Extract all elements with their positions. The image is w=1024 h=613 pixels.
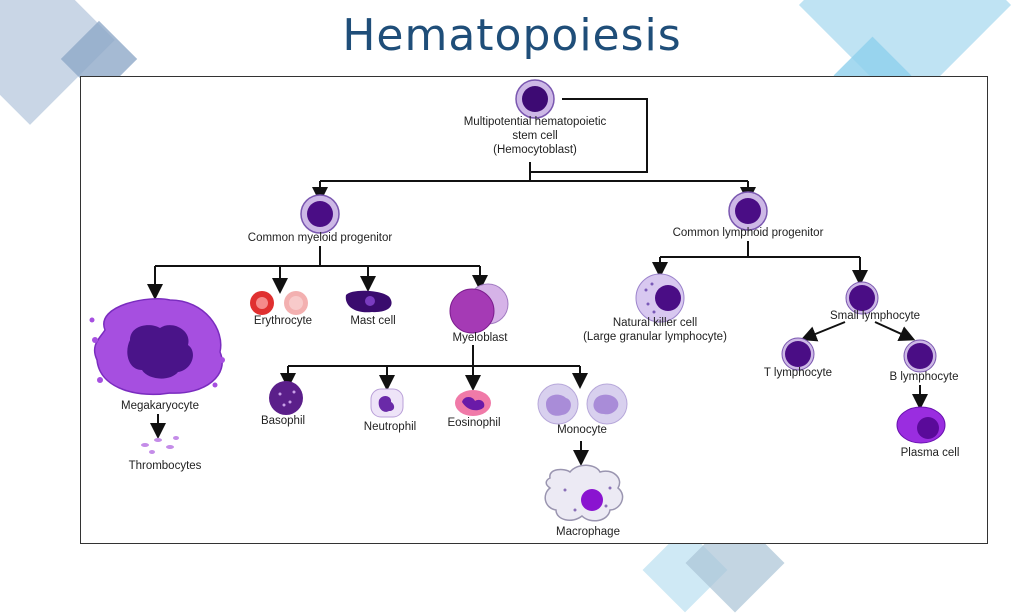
root-label-line: Multipotential hematopoietic <box>463 116 607 128</box>
eosinophil-label: Eosinophil <box>447 417 501 429</box>
mast-cell-icon <box>345 290 392 313</box>
macrophage-icon <box>544 464 624 522</box>
monocyte-label: Monocyte <box>557 424 607 436</box>
nk-cell-label-line: Natural killer cell <box>612 317 698 329</box>
lymphoid-progenitor-label: Common lymphoid progenitor <box>672 227 824 239</box>
megakaryocyte-label: Megakaryocyte <box>121 400 199 412</box>
myeloid-progenitor-label: Common myeloid progenitor <box>247 232 393 244</box>
monocyte-icon <box>537 383 628 425</box>
page-title: Hematopoiesis <box>342 10 682 61</box>
erythrocyte-label: Erythrocyte <box>253 315 313 327</box>
myeloid-progenitor-icon <box>300 194 340 234</box>
plasma-cell-icon <box>896 406 946 444</box>
eosinophil-icon <box>455 390 491 416</box>
macrophage-label: Macrophage <box>556 526 620 538</box>
root-label: Multipotential hematopoietic stem cell (… <box>435 115 635 157</box>
neutrophil-icon <box>370 388 404 418</box>
basophil-label: Basophil <box>260 415 306 427</box>
connector-lines <box>147 98 928 466</box>
myeloblast-label: Myeloblast <box>452 332 508 344</box>
erythrocyte-icon <box>250 291 308 315</box>
diagram-frame <box>80 76 988 544</box>
thrombocytes-icon <box>141 436 179 454</box>
t-lymphocyte-icon <box>781 337 815 371</box>
myeloblast-icon <box>449 283 509 334</box>
thrombocytes-label: Thrombocytes <box>128 460 202 472</box>
mast-cell-label: Mast cell <box>350 315 396 327</box>
nk-cell-icon <box>635 273 685 323</box>
nk-cell-label-line: (Large granular lymphocyte) <box>583 331 727 343</box>
megakaryocyte-icon <box>89 298 225 396</box>
nk-cell-label: Natural killer cell (Large granular lymp… <box>555 316 755 344</box>
t-lymphocyte-label: T lymphocyte <box>763 367 833 379</box>
root-label-line: (Hemocytoblast) <box>493 144 577 156</box>
lymphoid-progenitor-icon <box>728 191 768 231</box>
diagram-svg <box>89 79 946 522</box>
small-lymphocyte-label: Small lymphocyte <box>829 310 921 322</box>
root-label-line: stem cell <box>512 130 558 142</box>
b-lymphocyte-icon <box>903 339 937 373</box>
basophil-icon <box>269 381 303 415</box>
small-lymphocyte-icon <box>845 281 879 315</box>
plasma-cell-label: Plasma cell <box>900 447 960 459</box>
b-lymphocyte-label: B lymphocyte <box>889 371 959 383</box>
neutrophil-label: Neutrophil <box>363 421 417 433</box>
stem-cell-icon <box>515 79 555 119</box>
